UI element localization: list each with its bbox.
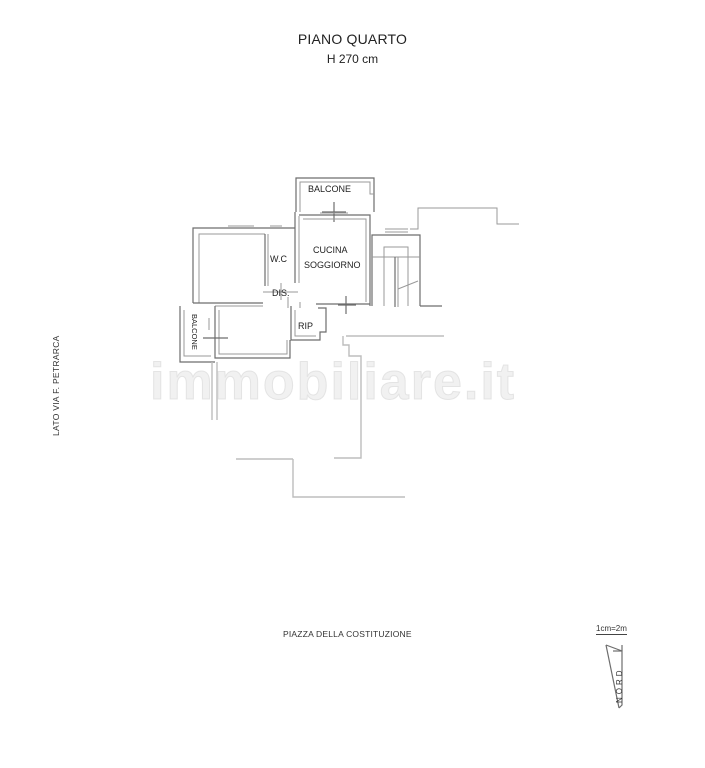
stairwell	[371, 207, 519, 307]
label-soggiorno: SOGGIORNO	[304, 260, 361, 270]
street-label-bottom: PIAZZA DELLA COSTITUZIONE	[283, 629, 412, 639]
apartment-walls	[179, 212, 371, 420]
balcony-top	[295, 177, 375, 222]
north-label: NORD	[615, 667, 624, 703]
scale-label: 1cm=2m	[596, 624, 627, 635]
floor-title: PIANO QUARTO	[297, 31, 408, 47]
label-balcone-top: BALCONE	[308, 184, 351, 194]
label-balcone-left: BALCONE	[190, 314, 199, 350]
street-label-left: LATO VIA F. PETRARCA	[51, 335, 61, 436]
label-rip: RIP	[298, 321, 313, 331]
north-arrow-icon	[605, 644, 623, 709]
label-wc: W.C	[270, 254, 287, 264]
ceiling-height: H 270 cm	[326, 52, 379, 66]
building-outline	[236, 335, 444, 498]
label-dis: DIS.	[272, 288, 290, 298]
label-cucina: CUCINA	[313, 245, 348, 255]
